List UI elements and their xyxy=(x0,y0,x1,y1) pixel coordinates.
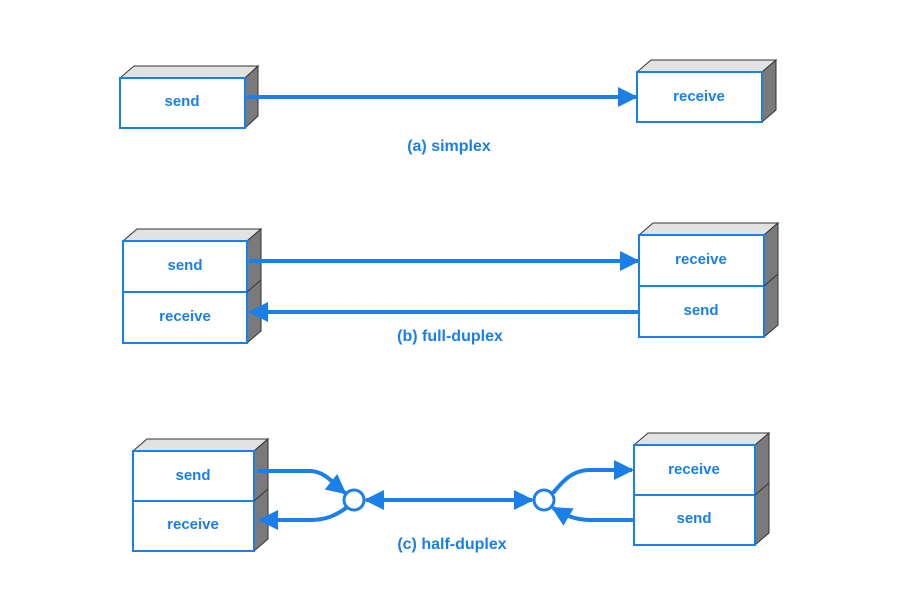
full-duplex-left-box: send receive xyxy=(121,227,263,345)
half-duplex-caption: (c) half-duplex xyxy=(397,536,506,553)
half-duplex-right-box: receive send xyxy=(632,431,771,547)
box-label: receive xyxy=(159,308,211,325)
simplex-caption: (a) simplex xyxy=(407,138,491,155)
box-label: send xyxy=(167,257,202,274)
box-label: receive xyxy=(668,461,720,478)
full-duplex-caption: (b) full-duplex xyxy=(397,328,503,345)
box-label: receive xyxy=(675,251,727,268)
right-receive-path xyxy=(551,460,634,495)
simplex-receiver-box: receive xyxy=(635,58,778,124)
right-send-path xyxy=(551,506,634,526)
left-send-path xyxy=(258,469,347,495)
left-switch-node xyxy=(342,488,366,512)
simplex-sender-box: send xyxy=(118,64,260,130)
box-label: send xyxy=(164,93,199,110)
half-duplex-left-box: send receive xyxy=(131,437,270,553)
box-label: receive xyxy=(673,88,725,105)
box-label: send xyxy=(175,467,210,484)
right-switch-node xyxy=(532,488,556,512)
left-receive-path xyxy=(258,506,348,530)
full-duplex-right-box: receive send xyxy=(637,221,780,339)
box-label: receive xyxy=(167,516,219,533)
box-label: send xyxy=(683,302,718,319)
box-label: send xyxy=(676,510,711,527)
